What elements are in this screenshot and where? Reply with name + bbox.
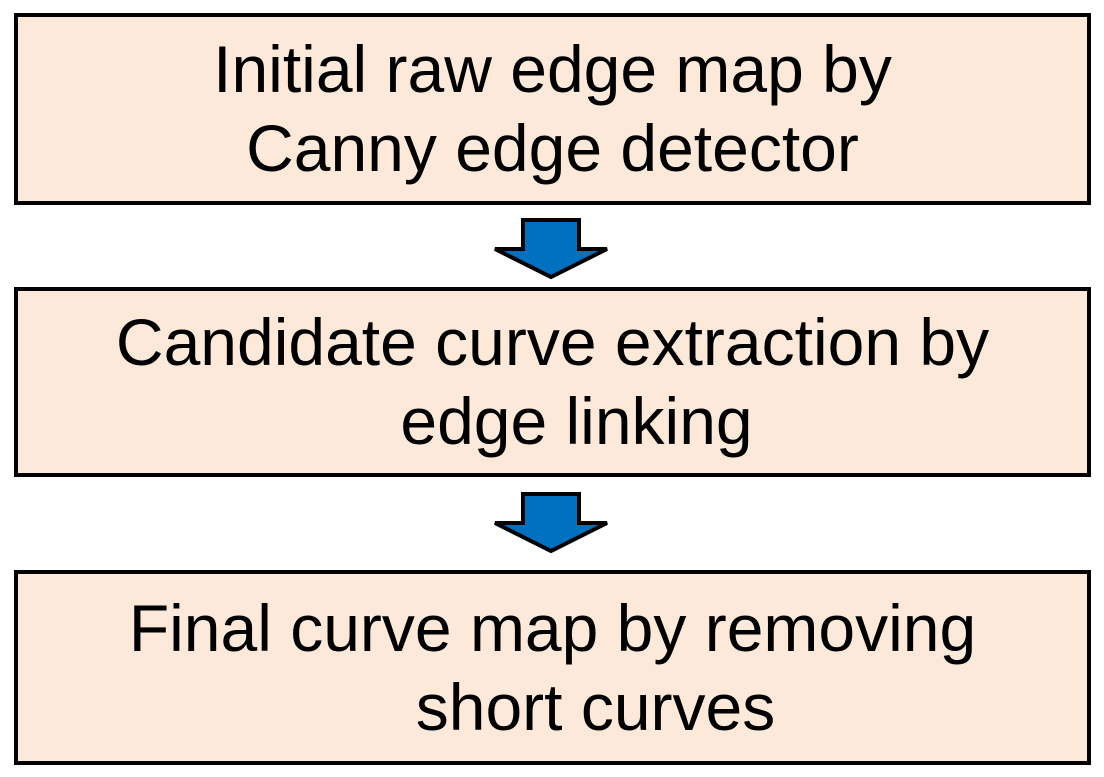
box-text-line: Final curve map by removing (128, 590, 977, 665)
box-text-line: Initial raw edge map by (213, 32, 892, 106)
down-arrow-icon (492, 218, 610, 280)
down-arrow-shape (494, 492, 608, 554)
box-text-line: short curves (415, 669, 776, 744)
box-text-line: Canny edge detector (246, 111, 859, 185)
box-text-line: edge linking (400, 384, 753, 458)
flow-box-candidate-curve-extraction: Candidate curve extraction by edge linki… (14, 287, 1091, 477)
flow-box-initial-raw-edge-map: Initial raw edge map by Canny edge detec… (14, 13, 1091, 205)
down-arrow-shape (494, 218, 608, 280)
box-text-line: Candidate curve extraction by (115, 305, 990, 379)
down-arrow-icon (492, 492, 610, 554)
flow-box-final-curve-map: Final curve map by removing short curves (14, 570, 1091, 765)
